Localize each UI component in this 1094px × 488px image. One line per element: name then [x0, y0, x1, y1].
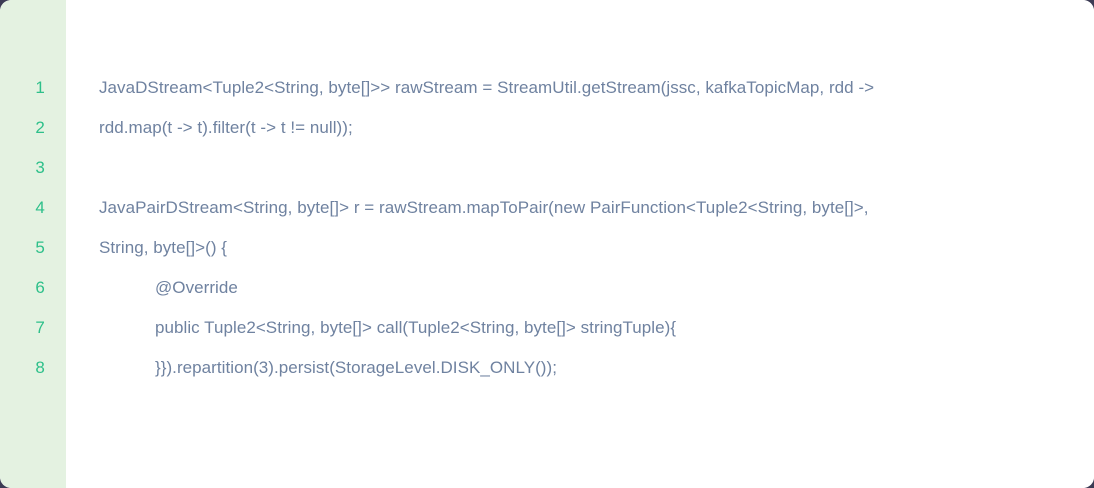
code-line[interactable]: }}).repartition(3).persist(StorageLevel.…	[155, 358, 557, 377]
code-line[interactable]: rdd.map(t -> t).filter(t -> t != null));	[99, 118, 353, 137]
line-number: 6	[35, 278, 45, 297]
code-line[interactable]: String, byte[]>() {	[99, 238, 228, 257]
code-line[interactable]: JavaPairDStream<String, byte[]> r = rawS…	[99, 198, 869, 217]
code-content-area[interactable]: JavaDStream<Tuple2<String, byte[]>> rawS…	[66, 0, 1094, 488]
line-number: 2	[35, 118, 45, 137]
line-number: 7	[35, 318, 45, 337]
line-number: 4	[35, 198, 45, 217]
line-number: 3	[35, 158, 45, 177]
line-number: 5	[35, 238, 45, 257]
line-number-gutter: 1 2 3 4 5 6 7 8	[0, 0, 66, 488]
line-number: 8	[35, 358, 45, 377]
line-number: 1	[35, 78, 45, 97]
code-line[interactable]: JavaDStream<Tuple2<String, byte[]>> rawS…	[99, 78, 875, 97]
code-line[interactable]: public Tuple2<String, byte[]> call(Tuple…	[155, 318, 677, 337]
code-line[interactable]	[99, 148, 1078, 188]
code-line[interactable]: @Override	[155, 278, 238, 297]
